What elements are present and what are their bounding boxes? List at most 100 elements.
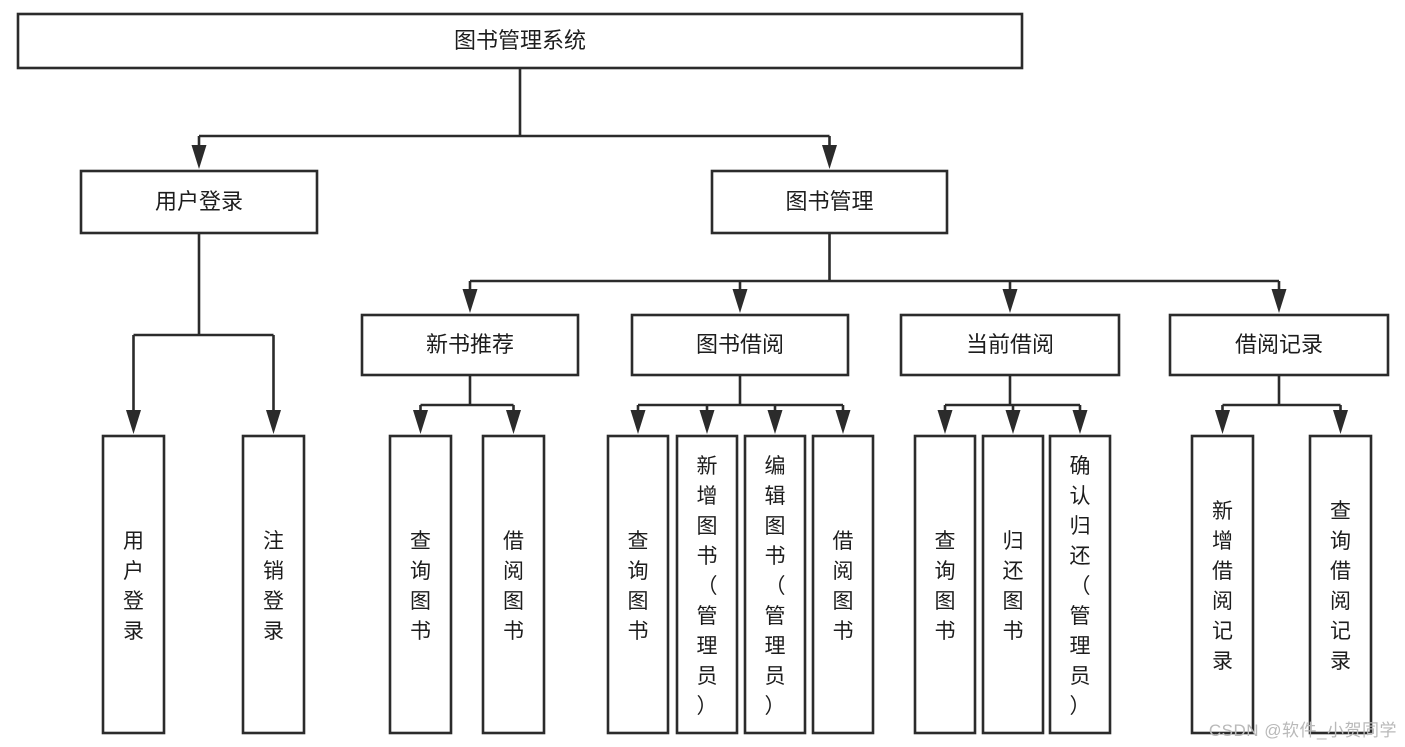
node-box-leaf-query-book-3[interactable] (913, 434, 977, 735)
node-label-char: 户 (123, 560, 144, 583)
node-leaf-confirm-return[interactable]: 确认归还（管理员） (1048, 434, 1112, 735)
node-user-login[interactable]: 用户登录 (79, 169, 319, 235)
node-label-char: 书 (503, 620, 524, 643)
node-box-leaf-add-book[interactable] (675, 434, 739, 735)
node-label-char: 管 (765, 605, 786, 628)
node-label-char: 编 (765, 455, 786, 478)
node-box-root[interactable] (16, 12, 1024, 70)
node-label-char: 确 (1070, 455, 1091, 478)
node-label-char: 登 (263, 590, 284, 613)
arrow-head-leaf-add-book (699, 410, 715, 434)
node-label-user-login: 用户登录 (155, 189, 243, 214)
node-box-user-login[interactable] (79, 169, 319, 235)
arrow-head-leaf-query-book-3 (937, 410, 953, 434)
node-borrow-record[interactable]: 借阅记录 (1168, 313, 1390, 377)
node-label-char: ） (1070, 695, 1091, 718)
node-label-leaf-user-login: 用户登录 (123, 530, 144, 643)
node-leaf-borrow-book-1[interactable]: 借阅图书 (481, 434, 546, 735)
arrow-head-leaf-return-book (1005, 410, 1021, 434)
node-label-char: 录 (263, 620, 284, 643)
node-box-leaf-borrow-book-1[interactable] (481, 434, 546, 735)
arrow-head-leaf-user-login (126, 410, 141, 434)
node-root[interactable]: 图书管理系统 (16, 12, 1024, 70)
node-label-book-manage: 图书管理 (785, 189, 873, 214)
node-label-leaf-query-book-1: 查询图书 (410, 530, 431, 643)
arrow-head-book-borrow (732, 289, 748, 313)
node-label-char: 查 (1330, 500, 1351, 523)
node-label-char: 认 (1070, 485, 1091, 508)
node-label-leaf-logout: 注销登录 (263, 530, 284, 643)
node-label-leaf-edit-book: 编辑图书（管理员） (765, 455, 786, 718)
node-leaf-query-book-2[interactable]: 查询图书 (606, 434, 670, 735)
node-label-char: 归 (1070, 515, 1091, 538)
node-box-leaf-edit-book[interactable] (743, 434, 807, 735)
node-box-current-borrow[interactable] (899, 313, 1121, 377)
node-label-char: 借 (1330, 560, 1351, 583)
node-label-char: 询 (410, 560, 431, 583)
node-box-borrow-record[interactable] (1168, 313, 1390, 377)
node-leaf-edit-book[interactable]: 编辑图书（管理员） (743, 434, 807, 735)
node-leaf-add-record[interactable]: 新增借阅记录 (1190, 434, 1255, 735)
node-leaf-query-book-1[interactable]: 查询图书 (388, 434, 453, 735)
arrow-head-leaf-edit-book (767, 410, 783, 434)
node-label-char: 登 (123, 590, 144, 613)
node-label-char: 理 (1070, 635, 1091, 658)
node-box-book-manage[interactable] (710, 169, 949, 235)
watermark-text: CSDN @软件_小贺同学 (1208, 721, 1397, 740)
node-label-leaf-return-book: 归还图书 (1003, 530, 1024, 643)
node-label-char: 查 (935, 530, 956, 553)
node-box-leaf-query-record[interactable] (1308, 434, 1373, 735)
node-label-char: 书 (833, 620, 854, 643)
node-label-char: 图 (410, 590, 431, 613)
node-label-leaf-borrow-book-1: 借阅图书 (503, 530, 524, 643)
node-box-leaf-return-book[interactable] (981, 434, 1045, 735)
arrow-head-leaf-confirm-return (1072, 410, 1088, 434)
node-new-book-rec[interactable]: 新书推荐 (360, 313, 580, 377)
node-box-leaf-query-book-2[interactable] (606, 434, 670, 735)
node-label-char: （ (697, 575, 718, 598)
node-label-char: 管 (1070, 605, 1091, 628)
node-label-char: 录 (1212, 650, 1233, 673)
node-box-new-book-rec[interactable] (360, 313, 580, 377)
node-box-leaf-query-book-1[interactable] (388, 434, 453, 735)
node-label-char: 查 (628, 530, 649, 553)
node-label-char: 图 (628, 590, 649, 613)
arrow-head-leaf-borrow-book-1 (506, 410, 521, 434)
node-label-char: 新 (697, 455, 718, 478)
node-label-char: 员 (697, 665, 718, 688)
node-box-book-borrow[interactable] (630, 313, 850, 377)
node-label-char: 询 (1330, 530, 1351, 553)
node-leaf-borrow-book-2[interactable]: 借阅图书 (811, 434, 875, 735)
node-label-char: 还 (1070, 545, 1091, 568)
node-label-char: 书 (935, 620, 956, 643)
node-box-leaf-user-login[interactable] (101, 434, 166, 735)
node-current-borrow[interactable]: 当前借阅 (899, 313, 1121, 377)
node-box-leaf-logout[interactable] (241, 434, 306, 735)
node-label-char: 新 (1212, 500, 1233, 523)
arrow-head-leaf-logout (266, 410, 281, 434)
node-label-char: 阅 (503, 560, 524, 583)
node-box-leaf-add-record[interactable] (1190, 434, 1255, 735)
node-label-char: 图 (833, 590, 854, 613)
node-label-char: 理 (697, 635, 718, 658)
node-label-char: 员 (1070, 665, 1091, 688)
node-leaf-add-book[interactable]: 新增图书（管理员） (675, 434, 739, 735)
node-label-char: 借 (503, 530, 524, 553)
node-label-root: 图书管理系统 (454, 28, 586, 53)
arrow-head-leaf-query-book-2 (630, 410, 646, 434)
node-leaf-query-record[interactable]: 查询借阅记录 (1308, 434, 1373, 735)
node-leaf-return-book[interactable]: 归还图书 (981, 434, 1045, 735)
node-label-char: 书 (765, 545, 786, 568)
node-leaf-logout[interactable]: 注销登录 (241, 434, 306, 735)
node-label-char: 图 (935, 590, 956, 613)
node-book-manage[interactable]: 图书管理 (710, 169, 949, 235)
node-label-char: 书 (628, 620, 649, 643)
node-box-leaf-borrow-book-2[interactable] (811, 434, 875, 735)
node-leaf-query-book-3[interactable]: 查询图书 (913, 434, 977, 735)
node-label-char: 辑 (765, 485, 786, 508)
node-book-borrow[interactable]: 图书借阅 (630, 313, 850, 377)
node-leaf-user-login[interactable]: 用户登录 (101, 434, 166, 735)
node-box-leaf-confirm-return[interactable] (1048, 434, 1112, 735)
arrow-head-current-borrow (1002, 289, 1018, 313)
